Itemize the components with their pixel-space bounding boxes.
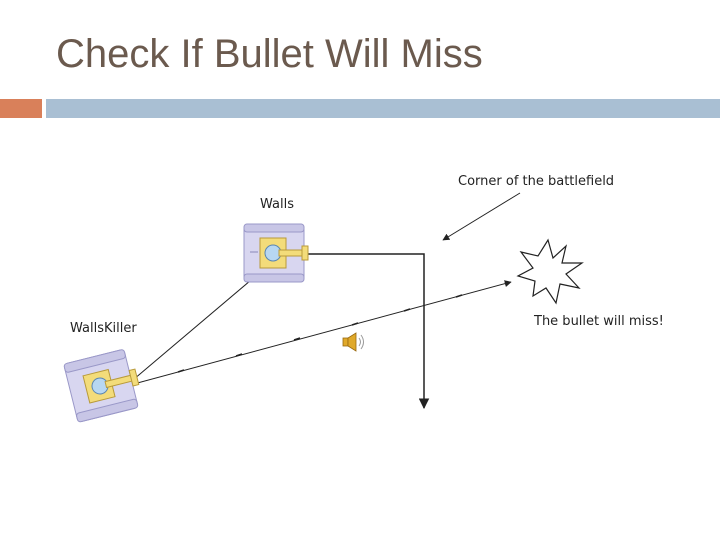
wallskiller-label: WallsKiller xyxy=(70,321,137,336)
accent-bar-orange xyxy=(0,99,42,118)
wallskiller-tank-icon xyxy=(63,349,140,423)
walls-path-arrow xyxy=(305,253,430,410)
walls-tank-icon xyxy=(243,223,309,283)
speaker-icon xyxy=(342,332,364,352)
accent-bar-blue xyxy=(46,99,720,118)
slide-title: Check If Bullet Will Miss xyxy=(56,32,483,76)
walls-label: Walls xyxy=(260,197,294,212)
explosion-icon xyxy=(516,238,584,305)
aim-line-to-walls xyxy=(126,263,271,386)
corner-pointer-arrow xyxy=(442,192,521,241)
corner-label: Corner of the battlefield xyxy=(458,174,615,189)
miss-label: The bullet will miss! xyxy=(534,314,664,329)
bullet-trajectory-arrow xyxy=(129,280,512,386)
